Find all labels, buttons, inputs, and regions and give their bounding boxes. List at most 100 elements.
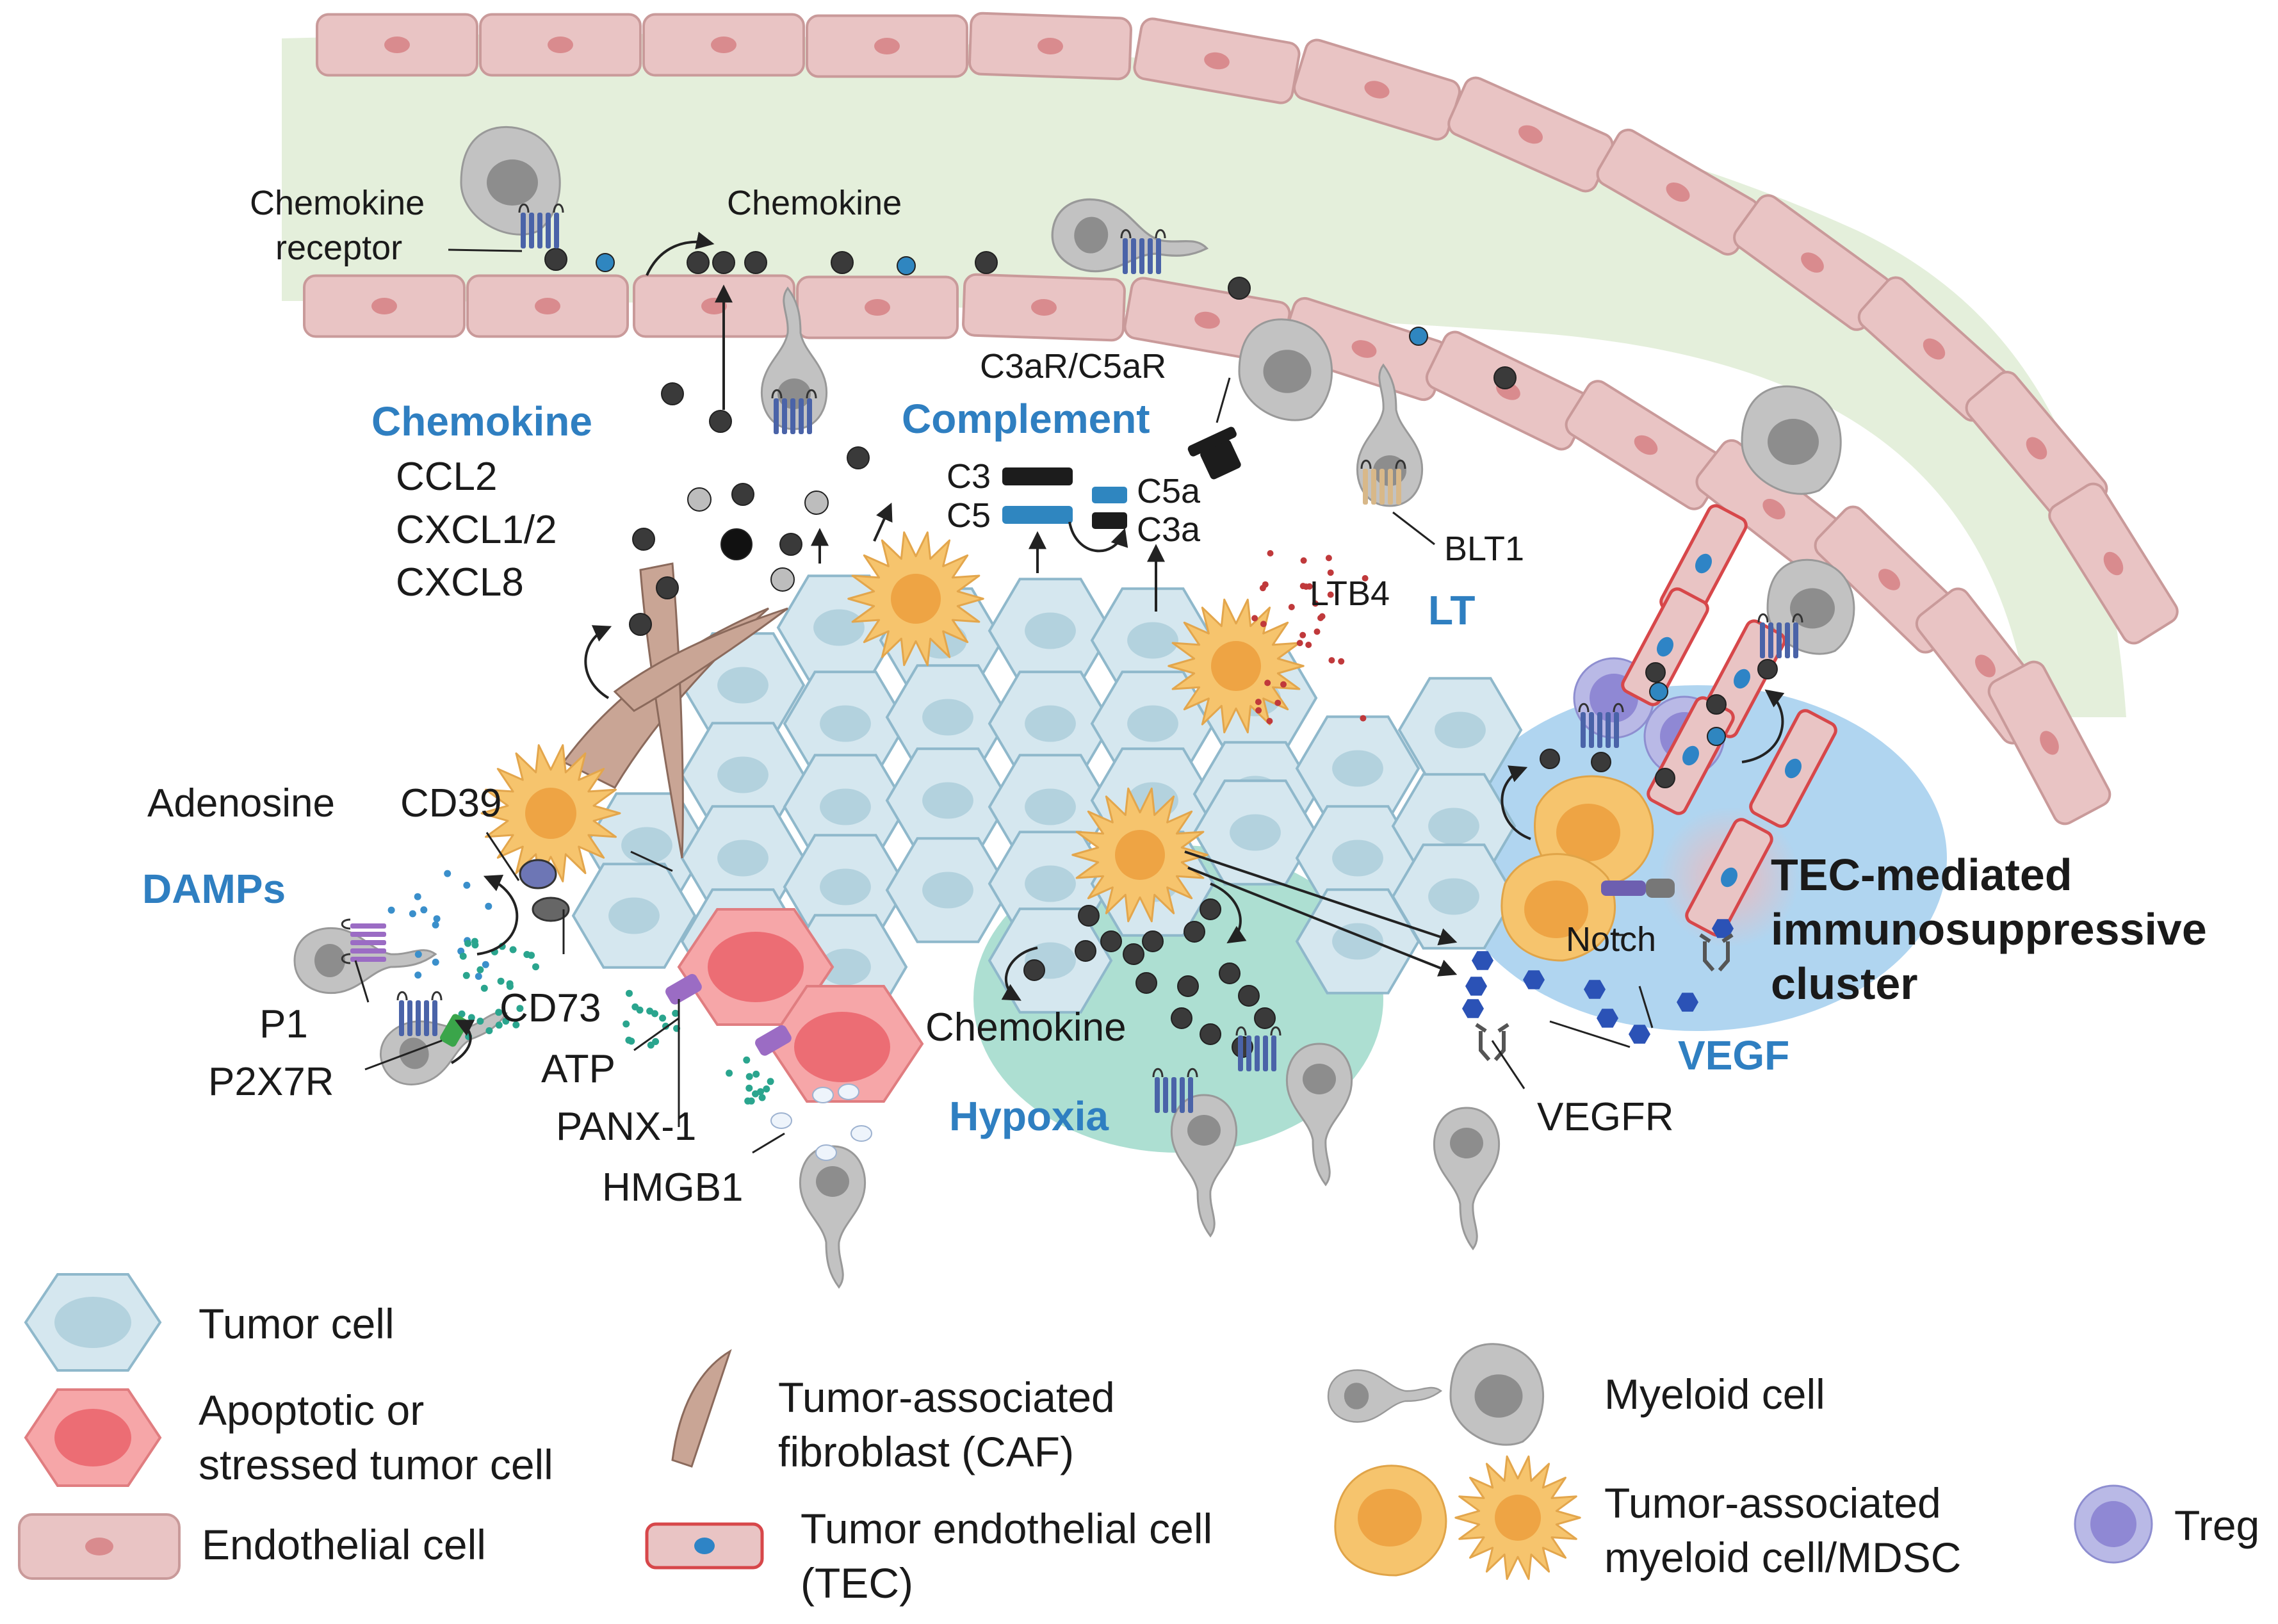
label-c3: C3 — [947, 457, 991, 496]
myeloid-cell — [1327, 1369, 1443, 1423]
chemokine-molecule — [1078, 905, 1100, 927]
vegf-molecule — [1465, 977, 1487, 996]
arrow-curved — [476, 874, 519, 955]
c5-molecule — [1002, 506, 1073, 524]
chemokine-molecule — [1100, 930, 1122, 952]
chemokine-molecule — [1238, 985, 1260, 1007]
adenosine-molecule — [485, 902, 492, 910]
tec-cell — [1685, 818, 1773, 937]
ltb4-molecule — [1325, 555, 1332, 562]
chemokine-molecule — [1142, 930, 1164, 952]
tumor-cell — [680, 805, 806, 911]
myeloid-cell — [1433, 1107, 1501, 1251]
atp-molecule — [495, 1021, 503, 1029]
chemokine-receptor — [771, 389, 817, 434]
atp-molecule — [672, 1009, 679, 1017]
arrow-curved — [584, 625, 612, 699]
legend-tam-label-2: myeloid cell/MDSC — [1604, 1534, 1961, 1581]
arrow-up — [873, 502, 893, 542]
arrow-curved — [1741, 689, 1785, 763]
myeloid-cell — [1238, 318, 1333, 421]
arrow-curved — [451, 1019, 475, 1064]
chemokine-molecule — [1493, 366, 1517, 389]
ltb4-molecule — [1314, 628, 1321, 635]
myeloid-cell — [1741, 385, 1842, 495]
chemokine-molecule — [1540, 749, 1560, 769]
label-hypoxia-chemokine: Chemokine — [925, 1005, 1127, 1050]
atp-molecule — [506, 982, 514, 990]
p1-receptor — [341, 918, 386, 964]
header-lt: LT — [1428, 587, 1475, 633]
endothelial-top-layer — [316, 12, 2179, 645]
adenosine-molecule — [409, 910, 416, 918]
chemokine-molecule — [544, 248, 567, 271]
label-cd73: CD73 — [500, 986, 601, 1030]
atp-molecule — [745, 1084, 753, 1092]
chemokine-molecule — [1200, 898, 1221, 920]
tam-cell — [1071, 787, 1208, 923]
chemokine-molecule — [1645, 662, 1666, 683]
label-notch: Notch — [1566, 920, 1656, 959]
atp-molecule — [753, 1070, 760, 1078]
legend-treg-label: Treg — [2174, 1502, 2259, 1549]
legend-myeloid-label: Myeloid cell — [1604, 1370, 1825, 1418]
ltb4-molecule — [1267, 550, 1274, 556]
label-c5a: C5a — [1137, 472, 1201, 510]
atp-molecule — [495, 1009, 503, 1016]
atp-molecule — [458, 1010, 466, 1018]
label-panx1: PANX-1 — [556, 1105, 696, 1149]
atp-molecule — [512, 1021, 520, 1028]
tam-cell — [1454, 1455, 1581, 1580]
chemokine-molecule — [1228, 277, 1251, 300]
chemokine-molecule — [1023, 959, 1045, 981]
vegf-molecule — [1629, 1025, 1650, 1044]
label-atp: ATP — [541, 1047, 615, 1091]
atp-molecule — [509, 946, 517, 954]
complement-molecules — [1002, 426, 1241, 529]
adenosine-molecule — [444, 870, 452, 877]
legend-myeloid: Myeloid cell — [1327, 1343, 1825, 1446]
adenosine-molecule — [432, 921, 439, 929]
atp-molecule — [726, 1069, 733, 1077]
tumor-cell — [571, 863, 697, 969]
chemokine-molecule — [1707, 727, 1726, 746]
ltb4-molecule — [1328, 657, 1335, 664]
chemokine-molecule — [770, 567, 795, 592]
hmgb1-molecule — [770, 1112, 792, 1129]
endothelial-cell — [466, 274, 629, 338]
ltb4-molecule — [1266, 718, 1273, 724]
atp-molecule — [744, 1097, 752, 1105]
endothelial-cell — [633, 274, 795, 338]
notch-receptor — [1601, 881, 1646, 896]
vegfr-receptor — [1699, 933, 1734, 971]
chemokine-molecule — [632, 528, 655, 551]
vegf-molecule — [1523, 970, 1545, 989]
atp-molecule — [647, 1041, 655, 1049]
atp-molecule — [468, 1014, 475, 1021]
chemokine-receptor — [1235, 1026, 1281, 1071]
apoptotic-cell — [677, 908, 834, 1026]
atp-molecule — [497, 977, 505, 985]
endothelial-cell — [796, 275, 959, 339]
chemokine-molecule — [1649, 682, 1668, 701]
legend-endothelial-label: Endothelial cell — [202, 1521, 486, 1568]
c3a-molecule — [1092, 512, 1127, 529]
legend-caf: Tumor-associated fibroblast (CAF) — [671, 1349, 1115, 1475]
endothelial-cell — [316, 13, 478, 77]
chemokine-molecule — [831, 251, 854, 274]
ltb4-molecule — [1296, 640, 1303, 647]
endothelial-cell — [962, 273, 1126, 342]
atp-molecule — [763, 1085, 770, 1092]
mdsc-round-cells — [1501, 775, 1654, 962]
label-c3ar-c5ar: C3aR/C5aR — [980, 347, 1166, 386]
arrow-curved — [1501, 765, 1531, 840]
chemokine-molecule — [656, 576, 679, 599]
chemokine-molecule — [804, 491, 829, 515]
apoptotic-cell — [767, 985, 924, 1103]
legend-tam-label-1: Tumor-associated — [1604, 1479, 1941, 1527]
tam-cells — [480, 531, 1305, 923]
labels: Chemokine receptor Chemokine Chemokine C… — [142, 184, 2207, 1210]
header-hypoxia: Hypoxia — [949, 1093, 1109, 1139]
label-cxcl1-2: CXCL1/2 — [396, 508, 557, 552]
ltb4-molecule — [1338, 658, 1345, 665]
